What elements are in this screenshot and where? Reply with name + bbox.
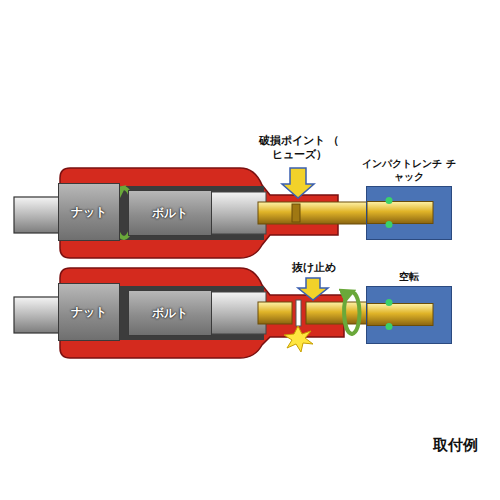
fuse-groove xyxy=(292,204,300,222)
part-heading: インパクトレンチ チャック xyxy=(359,158,459,183)
socket-housing xyxy=(60,168,338,258)
chuck-ball xyxy=(386,221,393,228)
part-label: ボルト xyxy=(152,205,188,222)
chuck-box: インパクトレンチ チャック xyxy=(366,186,452,240)
nut-block: ナット xyxy=(58,183,120,241)
bolt-block: ボルト xyxy=(128,290,212,336)
part-label: ナット xyxy=(71,304,107,321)
chuck-inner xyxy=(367,287,450,342)
part-label: ボルト xyxy=(152,305,188,322)
chuck-ball xyxy=(386,323,393,330)
socket-housing xyxy=(60,268,344,358)
top-assembly xyxy=(14,168,370,258)
retainer-ring xyxy=(296,300,301,326)
fuse-callout: 破損ポイント （ ヒューズ） xyxy=(256,134,342,162)
nut-stub xyxy=(14,297,62,333)
caption-note: 取付例 xyxy=(420,436,490,455)
part-heading: 空転 xyxy=(359,271,459,284)
nut-stub xyxy=(14,197,62,233)
broken-bit-tip xyxy=(258,302,292,324)
pointer-arrow xyxy=(282,168,314,198)
part-label: ナット xyxy=(71,204,107,221)
rotation-arrow xyxy=(344,292,359,334)
chuck-box: 空転 xyxy=(366,286,452,344)
bit-shank xyxy=(367,202,433,224)
retainer-callout: 抜け止め xyxy=(278,261,350,275)
bit xyxy=(258,202,370,224)
chuck-ball xyxy=(386,299,393,306)
bit-shank xyxy=(367,304,433,326)
chuck-ball xyxy=(386,197,393,204)
bottom-assembly xyxy=(14,268,370,358)
nut-block: ナット xyxy=(58,283,120,341)
pointer-arrow xyxy=(298,278,328,300)
bolt-block: ボルト xyxy=(128,190,212,236)
break-spark xyxy=(284,326,313,352)
chuck-inner xyxy=(367,187,450,238)
